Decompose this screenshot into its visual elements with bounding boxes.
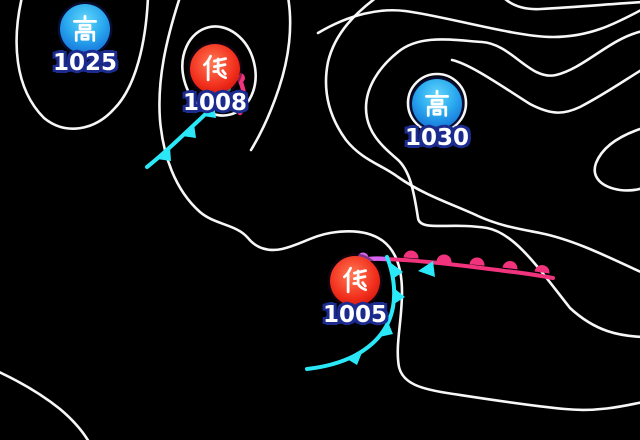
- low-pressure-marker-1008[interactable]: [190, 44, 240, 94]
- isobar-contour-east-wave: [450, 58, 640, 114]
- isobar-contour-north-arc: [249, 0, 292, 152]
- takai-kanji-icon: [425, 89, 449, 117]
- isobar-contour-1025-hairpin: [15, 0, 150, 130]
- pressure-value-label: 1008: [182, 90, 247, 116]
- isobar-contour-east-hook: [593, 127, 640, 192]
- isobar-contour-1030-ring: [406, 72, 468, 134]
- cold-front-1005-line: [305, 255, 397, 371]
- isobar-contour-1030-outer-hairpin: [324, 0, 640, 274]
- isobar-contour-north-wave: [316, 9, 640, 39]
- takai-kanji-icon: [73, 14, 97, 42]
- warm-front-bump: [436, 254, 452, 263]
- isobar-contour-1030-inner-hairpin: [364, 30, 640, 339]
- cold-front-1008: [145, 87, 231, 169]
- cold-front-triangle: [418, 261, 435, 277]
- pressure-value-label: 1005: [322, 302, 387, 328]
- warm-front-bump: [403, 250, 419, 259]
- isobar-contour-main-divider: [158, 0, 640, 412]
- high-pressure-marker-1030[interactable]: [412, 79, 462, 129]
- cold-front-triangle: [394, 289, 405, 304]
- warm-front-1005-line: [382, 257, 555, 280]
- isobar-contour-1008-oval: [181, 25, 257, 117]
- cold-front-triangle: [203, 104, 216, 118]
- cold-front-triangle: [157, 147, 171, 161]
- cold-front-triangle: [379, 322, 393, 337]
- cold-front-1005: [305, 255, 435, 371]
- warm-front-bump: [240, 73, 245, 83]
- hikui-kanji-icon: [203, 54, 227, 82]
- low-pressure-marker-1005[interactable]: [330, 256, 380, 306]
- pressure-value-label: 1025: [52, 50, 117, 76]
- cold-front-triangle: [391, 263, 403, 278]
- cold-front-triangle: [347, 350, 363, 365]
- high-pressure-marker-1025[interactable]: [60, 4, 110, 54]
- cold-front-triangle: [182, 124, 196, 138]
- pressure-value-label: 1030: [404, 125, 469, 151]
- hikui-kanji-icon: [343, 266, 367, 294]
- isobar-contour-southwest: [0, 370, 90, 440]
- warm-front-bump: [534, 265, 550, 274]
- isobar-contour-top-wave: [504, 0, 640, 11]
- warm-front-bump: [469, 257, 485, 266]
- warm-front-1005: [382, 250, 555, 280]
- warm-front-bump: [502, 261, 518, 270]
